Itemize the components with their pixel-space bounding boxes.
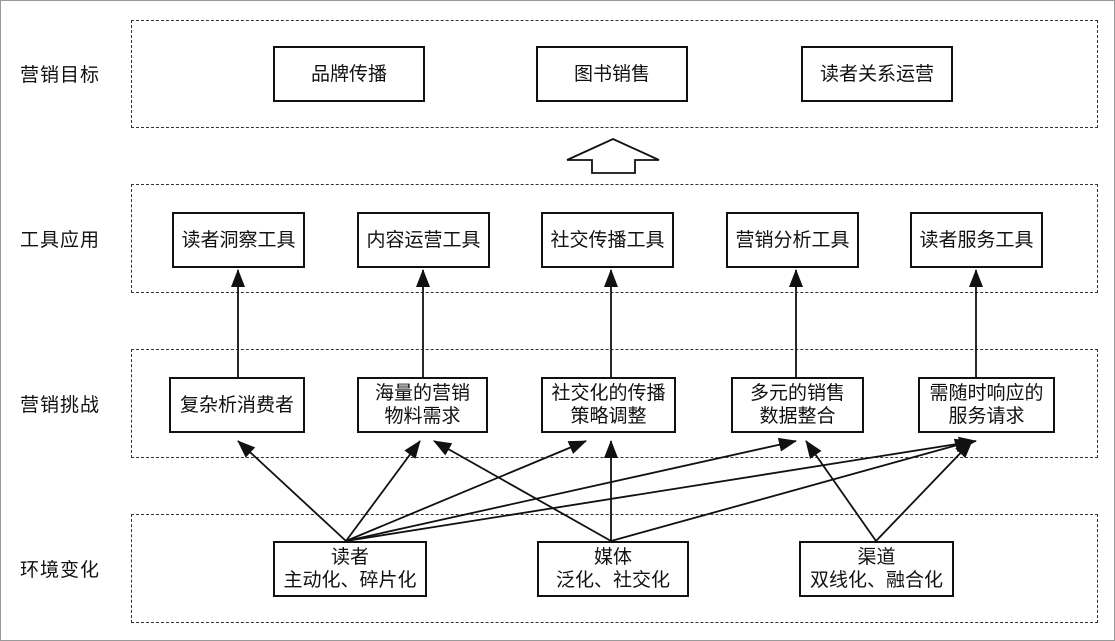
row-label-tools: 工具应用 [20, 229, 101, 251]
goal-reader-relations: 读者关系运营 [801, 46, 953, 102]
band-environment [131, 514, 1098, 623]
tool-marketing-analysis: 营销分析工具 [726, 212, 859, 268]
goal-sales: 图书销售 [536, 46, 688, 102]
arrow-channel-to-challenge-5 [875, 440, 973, 542]
tool-reader-service: 读者服务工具 [910, 212, 1043, 268]
row-label-environment: 环境变化 [20, 559, 101, 581]
tool-content-ops: 内容运营工具 [357, 212, 490, 268]
arrow-reader-to-challenge-1 [237, 440, 347, 542]
env-channel-desc: 双线化、融合化 [809, 569, 943, 591]
goal-sales-label: 图书销售 [573, 62, 650, 85]
challenge-social-strategy: 社交化的传播 策略调整 [541, 377, 676, 433]
challenge-consumer-analysis: 复杂析消费者 [169, 377, 305, 433]
tool-marketing-analysis-label: 营销分析工具 [735, 228, 850, 251]
arrow-reader-to-challenge-2 [345, 440, 421, 542]
goal-brand: 品牌传播 [273, 46, 425, 102]
arrow-tools-to-goals [566, 138, 660, 174]
env-channel-title: 渠道 [857, 546, 896, 568]
arrow-channel-to-challenge-4 [805, 440, 877, 542]
arrow-media-to-challenge-2 [433, 440, 612, 542]
tool-social-spread: 社交传播工具 [541, 212, 674, 268]
row-label-goals: 营销目标 [20, 64, 101, 86]
challenge-social-strategy-line2: 策略调整 [570, 405, 647, 427]
challenge-marketing-materials-line2: 物料需求 [384, 405, 461, 427]
tool-content-ops-label: 内容运营工具 [366, 228, 481, 251]
arrow-reader-to-challenge-3 [345, 440, 587, 542]
env-media-title: 媒体 [593, 546, 632, 568]
env-reader: 读者 主动化、碎片化 [273, 541, 427, 597]
arrow-media-to-challenge-5 [610, 438, 973, 542]
env-channel: 渠道 双线化、融合化 [799, 541, 954, 597]
band-tools [131, 184, 1098, 293]
goal-reader-relations-label: 读者关系运营 [819, 62, 934, 85]
tool-reader-insight-label: 读者洞察工具 [181, 228, 296, 251]
challenge-sales-data-line1: 多元的销售 [749, 382, 845, 404]
challenge-sales-data-line2: 数据整合 [759, 405, 836, 427]
band-goals [131, 20, 1098, 128]
challenge-marketing-materials: 海量的营销 物料需求 [357, 377, 488, 433]
goal-brand-label: 品牌传播 [310, 62, 387, 85]
arrow-reader-to-challenge-4 [345, 437, 797, 542]
challenge-service-requests: 需随时响应的 服务请求 [918, 377, 1055, 433]
env-media: 媒体 泛化、社交化 [537, 541, 689, 597]
challenge-sales-data: 多元的销售 数据整合 [731, 377, 864, 433]
tool-social-spread-label: 社交传播工具 [550, 228, 665, 251]
challenge-social-strategy-line1: 社交化的传播 [551, 382, 666, 404]
challenge-service-requests-line1: 需随时响应的 [929, 382, 1044, 404]
tool-reader-service-label: 读者服务工具 [919, 228, 1034, 251]
env-media-desc: 泛化、社交化 [555, 569, 670, 591]
tool-reader-insight: 读者洞察工具 [172, 212, 305, 268]
challenge-consumer-analysis-line1: 复杂析消费者 [179, 393, 294, 416]
challenge-service-requests-line2: 服务请求 [948, 405, 1025, 427]
env-reader-title: 读者 [330, 546, 369, 568]
arrow-reader-to-challenge-5 [345, 436, 977, 542]
challenge-marketing-materials-line1: 海量的营销 [374, 382, 470, 404]
row-label-challenges: 营销挑战 [20, 394, 101, 416]
env-reader-desc: 主动化、碎片化 [283, 569, 417, 591]
